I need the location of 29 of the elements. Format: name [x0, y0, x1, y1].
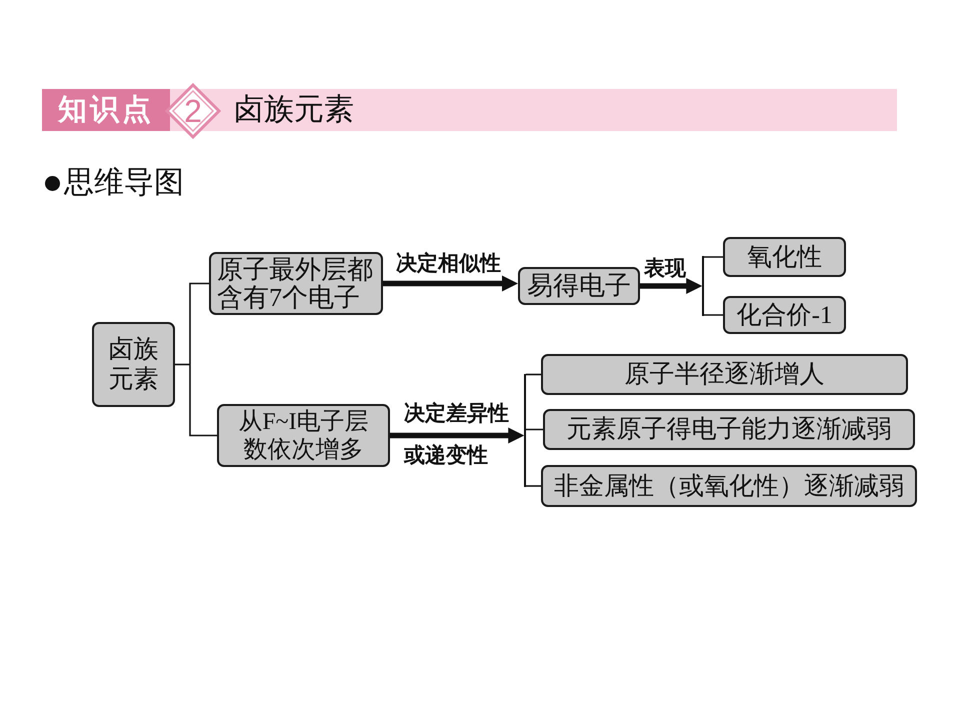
concept-box: 元素原子得电子能力逐渐减弱 — [543, 409, 915, 450]
concept-box: 原子半径逐渐增人 — [541, 354, 908, 395]
connector-line — [526, 374, 541, 376]
concept-box: 卤族元素 — [92, 322, 175, 407]
connector-line — [189, 282, 209, 364]
concept-box: 非金属性（或氧化性）逐渐减弱 — [541, 465, 917, 507]
connector-line — [189, 364, 217, 436]
connector-line — [526, 428, 543, 430]
bracket-line — [524, 374, 526, 487]
arrow — [383, 276, 518, 292]
number-badge: 2 — [165, 83, 221, 139]
page-title: 卤族元素 — [234, 92, 354, 128]
section-heading: 思维导图 — [64, 165, 184, 201]
concept-box: 化合价-1 — [723, 296, 846, 334]
arrow — [640, 278, 702, 294]
edge-label: 决定相似性 — [396, 251, 501, 275]
arrow — [390, 428, 524, 444]
connector-line — [175, 364, 190, 366]
bracket-line — [702, 256, 704, 316]
concept-box: 原子最外层都含有7个电子 — [209, 252, 383, 315]
connector-line — [526, 485, 541, 487]
section-tag: 知识点 — [42, 89, 170, 131]
edge-label: 表现 — [644, 256, 686, 280]
concept-box: 氧化性 — [723, 237, 846, 277]
concept-box: 易得电子 — [518, 267, 640, 305]
connector-line — [704, 256, 723, 258]
concept-box: 从F~I电子层数依次增多 — [217, 404, 390, 467]
edge-label: 决定差异性或递变性 — [404, 400, 510, 469]
connector-line — [704, 314, 723, 316]
